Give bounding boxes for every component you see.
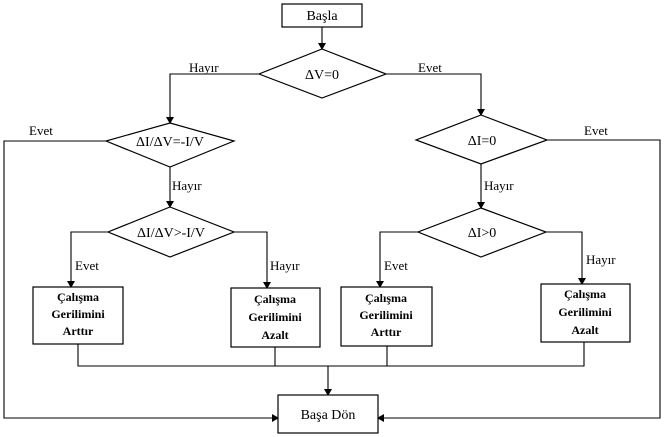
edge-labels: Hayır Evet Evet Hayır Evet Hayır Hayır E… xyxy=(29,60,616,273)
decision-di-dv-greater: ΔI/ΔV>-I/V xyxy=(106,206,236,258)
start-label: Başla xyxy=(306,9,338,24)
arrowhead-dv xyxy=(318,43,326,50)
decision-di-greater-label: ΔI>0 xyxy=(468,226,497,241)
process-right-decrease-line3: Azalt xyxy=(571,323,598,337)
decision-di-dv-equal: ΔI/ΔV=-I/V xyxy=(104,122,236,168)
process-left-decrease-line2: Gerilimini xyxy=(248,310,302,324)
end-node: Başa Dön xyxy=(277,394,379,434)
arrowhead-left-decrease xyxy=(263,282,271,289)
start-node: Başla xyxy=(281,3,363,28)
connector-left-gt-no xyxy=(234,231,268,283)
edge-label-right-zero-no: Hayır xyxy=(484,178,514,193)
process-right-increase-line2: Gerilimini xyxy=(359,308,413,322)
process-right-decrease: Çalışma Gerilimini Azalt xyxy=(540,283,631,343)
connector-merge xyxy=(77,342,585,367)
edge-label-left-gt-no: Hayır xyxy=(270,258,300,273)
decision-di-dv-equal-label: ΔI/ΔV=-I/V xyxy=(136,135,204,150)
connector-right-zero-yes xyxy=(384,139,661,419)
arrowhead-left-increase xyxy=(67,281,75,288)
process-right-increase-line1: Çalışma xyxy=(365,291,407,305)
connector-dv-yes xyxy=(386,73,482,110)
process-right-increase-line3: Arttır xyxy=(371,325,402,339)
arrowhead-right-gt xyxy=(477,202,485,209)
process-left-decrease-line3: Azalt xyxy=(261,328,288,342)
decision-di-zero-label: ΔI=0 xyxy=(468,134,497,149)
arrowhead-end-left xyxy=(272,414,279,422)
process-right-increase: Çalışma Gerilimini Arttır xyxy=(340,286,433,347)
decision-di-zero: ΔI=0 xyxy=(414,114,549,165)
decision-dv-zero: ΔV=0 xyxy=(257,48,388,99)
process-right-decrease-line2: Gerilimini xyxy=(558,305,612,319)
arrowheads xyxy=(67,43,586,422)
edge-label-dv-yes: Evet xyxy=(418,60,442,75)
connector-left-gt-yes xyxy=(70,231,108,282)
edge-label-left-eq-yes: Evet xyxy=(29,123,53,138)
edge-label-left-eq-no: Hayır xyxy=(172,178,202,193)
arrowhead-right-zero xyxy=(477,109,485,116)
process-left-increase: Çalışma Gerilimini Arttır xyxy=(32,286,124,345)
connector-left-eq-yes xyxy=(3,140,272,419)
process-left-increase-line1: Çalışma xyxy=(57,290,99,304)
decision-di-greater: ΔI>0 xyxy=(416,207,548,258)
connectors xyxy=(3,27,661,419)
process-left-decrease-line1: Çalışma xyxy=(254,292,296,306)
arrowhead-left-eq xyxy=(166,117,174,124)
decision-dv-zero-label: ΔV=0 xyxy=(305,68,339,83)
process-left-increase-line3: Arttır xyxy=(63,324,94,338)
arrowhead-end-top xyxy=(324,389,332,396)
decision-di-dv-greater-label: ΔI/ΔV>-I/V xyxy=(137,226,205,241)
arrowhead-end-right xyxy=(377,414,384,422)
edge-label-right-gt-yes: Evet xyxy=(384,258,408,273)
edge-label-left-gt-yes: Evet xyxy=(75,258,99,273)
arrowhead-left-gt xyxy=(166,201,174,208)
edge-label-right-gt-no: Hayır xyxy=(586,252,616,267)
arrowhead-right-increase xyxy=(376,281,384,288)
process-left-increase-line2: Gerilimini xyxy=(51,307,105,321)
edge-label-right-zero-yes: Evet xyxy=(584,123,608,138)
arrowhead-right-decrease xyxy=(578,278,586,285)
connector-right-gt-yes xyxy=(379,231,418,282)
end-label: Başa Dön xyxy=(301,408,356,423)
connector-right-gt-no xyxy=(546,231,583,279)
process-right-decrease-line1: Çalışma xyxy=(564,287,606,301)
edge-label-dv-no: Hayır xyxy=(189,60,219,75)
connector-dv-no xyxy=(169,73,259,118)
process-left-decrease: Çalışma Gerilimini Azalt xyxy=(230,287,321,348)
